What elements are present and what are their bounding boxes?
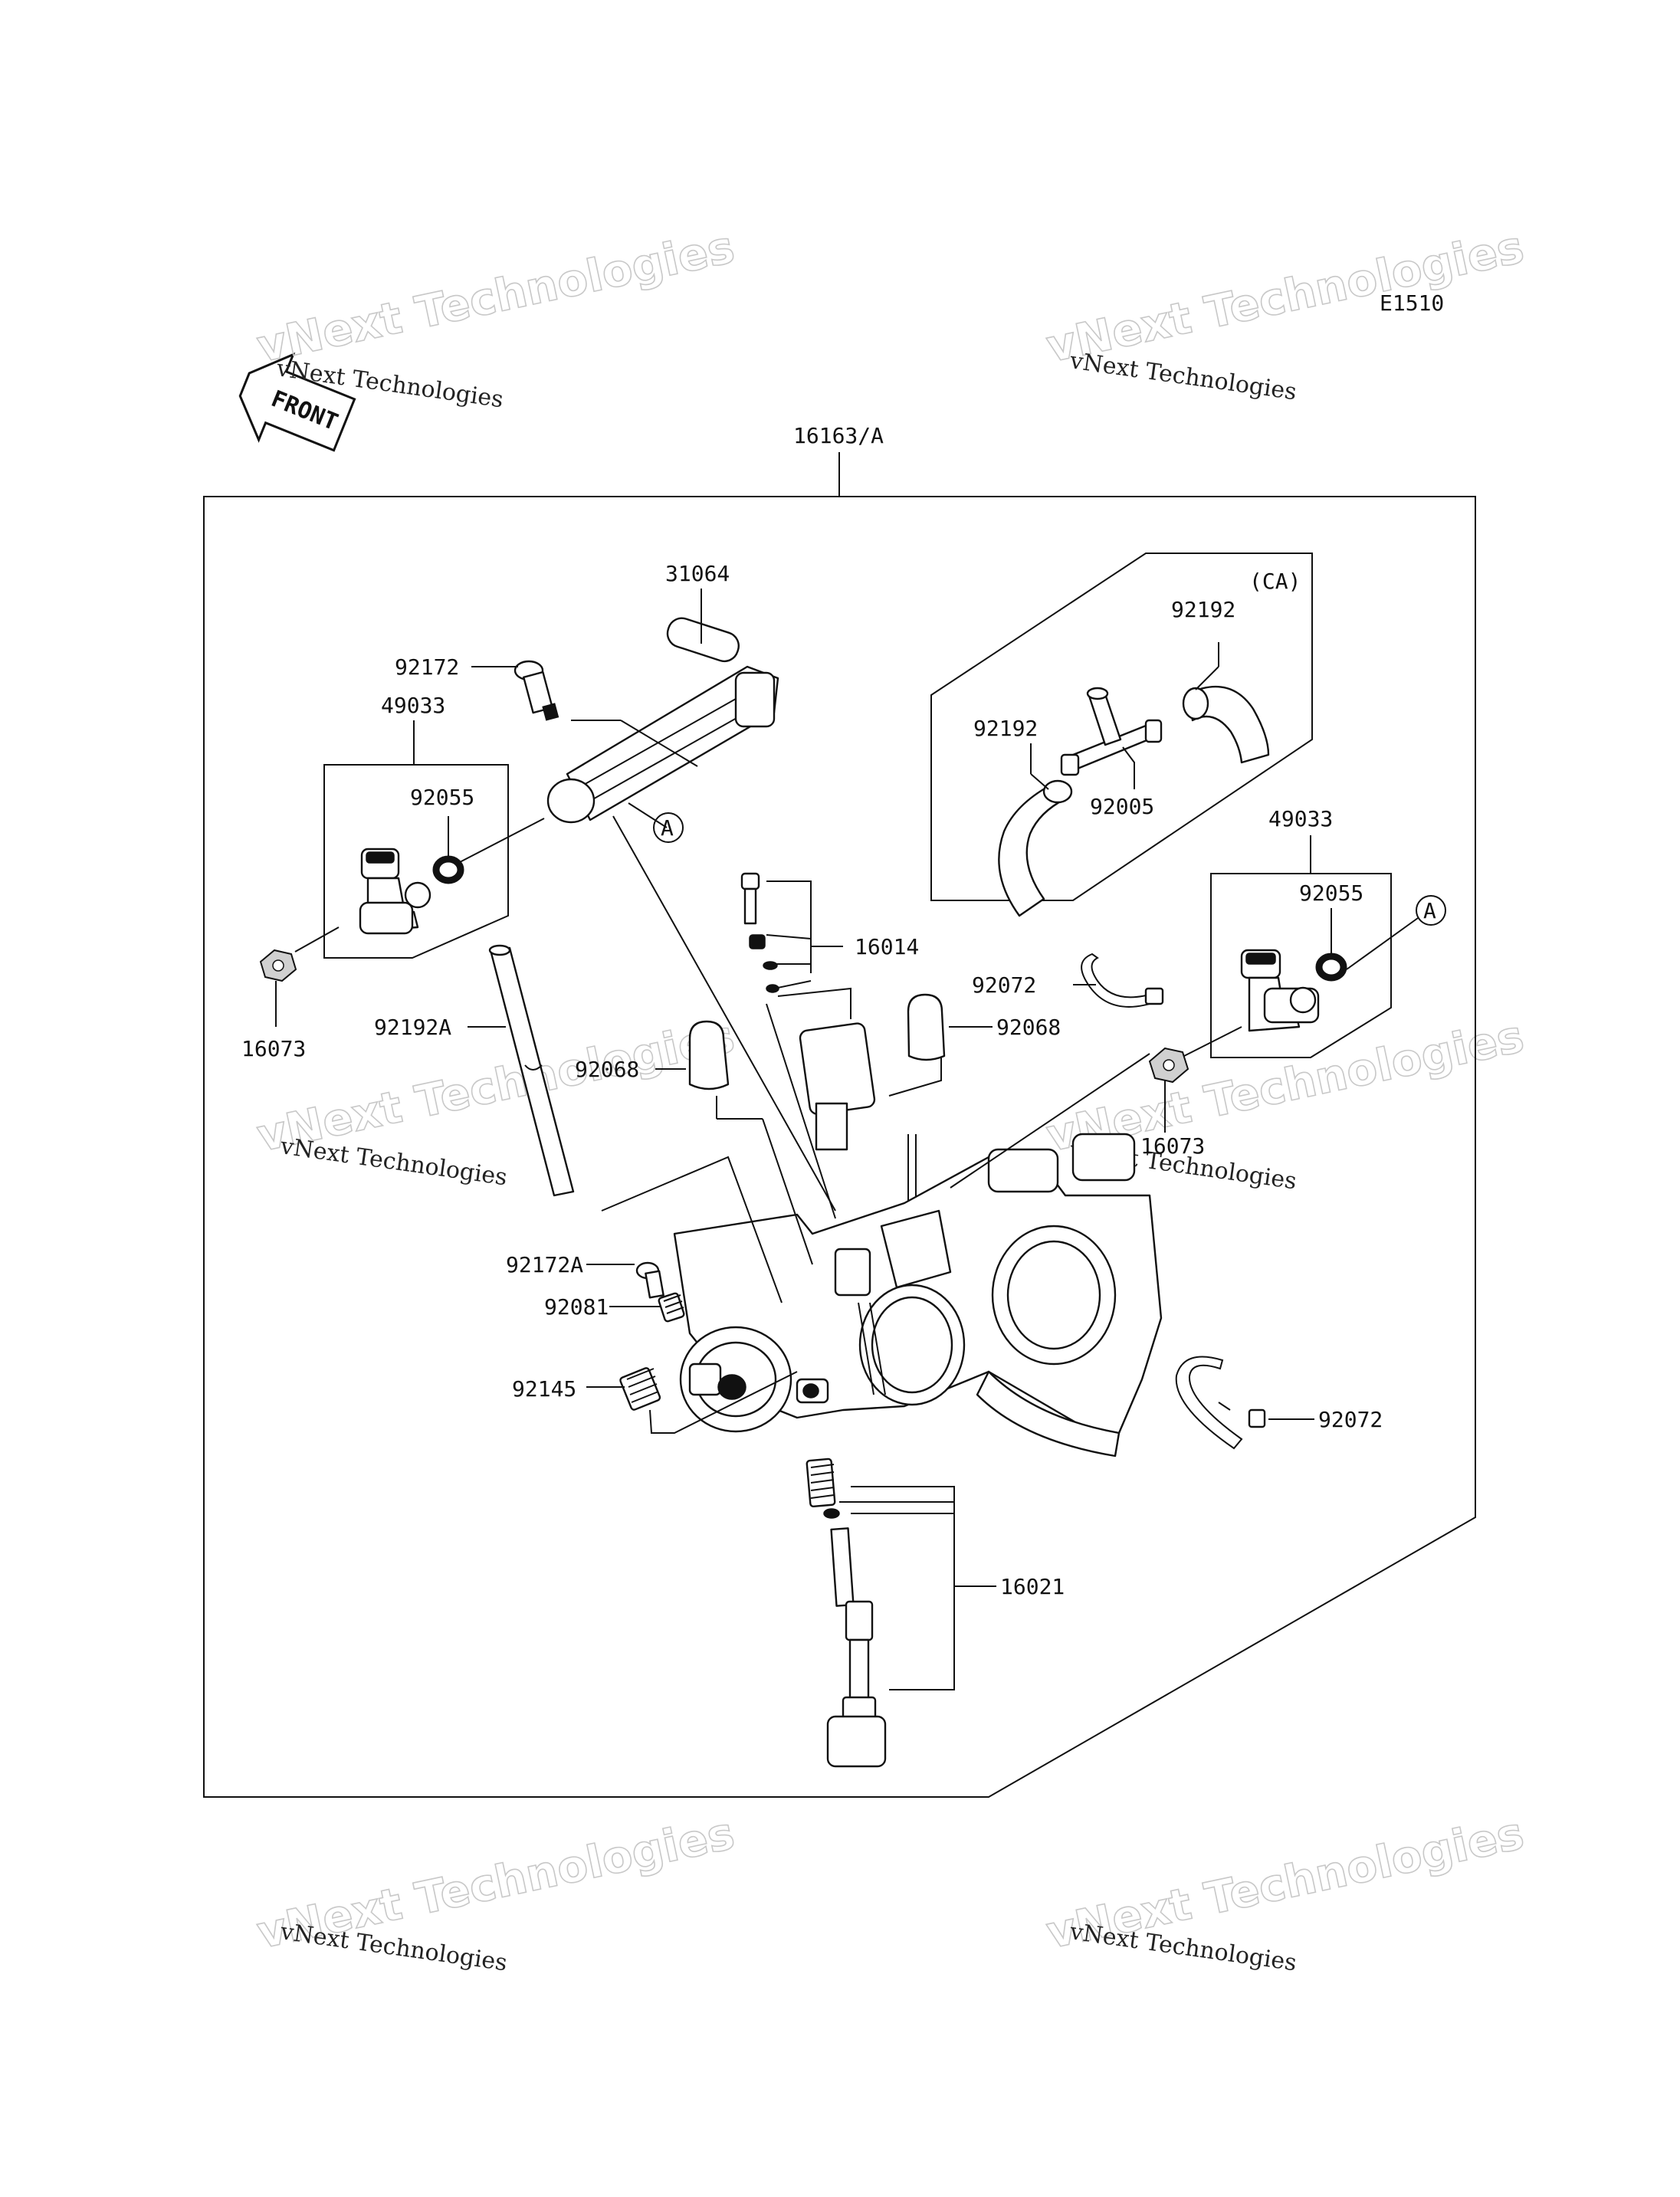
label-92055-left: 92055 [410, 785, 474, 810]
hose-92192A [488, 944, 575, 1197]
right-49033-box [1210, 873, 1392, 1058]
label-92068-right: 92068 [996, 1015, 1061, 1040]
watermark-text: vNext Technologies [278, 1133, 509, 1191]
kit-label: 16163/A [793, 423, 884, 448]
label-92068-left: 92068 [575, 1057, 639, 1082]
clamp-92072-top [1081, 953, 1164, 1008]
spring-92145 [619, 1367, 661, 1411]
label-92172A: 92172A [506, 1252, 583, 1277]
label-92145: 92145 [512, 1376, 576, 1402]
leader-lines [275, 589, 1419, 1690]
left-49033-box [323, 764, 509, 959]
ca-label: (CA) [1249, 569, 1301, 594]
spring-92081 [658, 1292, 685, 1323]
o-ring-left [432, 855, 464, 884]
o-ring-right [1315, 953, 1347, 982]
cap-92068-left [688, 1020, 730, 1090]
label-92072-top: 92072 [972, 972, 1036, 998]
label-92055-right: 92055 [1299, 880, 1363, 906]
label-92072-bottom: 92072 [1318, 1407, 1383, 1432]
throttle-pulley [679, 1326, 829, 1433]
watermark-text: vNext Technologies [1068, 347, 1298, 405]
svg-text:vNext Technologies: vNext Technologies [253, 221, 739, 372]
ca-box [930, 553, 1313, 901]
front-arrow-icon: FRONT [238, 352, 356, 452]
part-labels: 31064 92172 49033 92055 16073 92192A 920… [241, 561, 1383, 1599]
label-16073-right: 16073 [1140, 1133, 1205, 1159]
watermark: vNext Technologies [1042, 220, 1529, 373]
hose-92192-left [998, 779, 1073, 917]
kit-outline [203, 496, 1476, 1798]
injector-left [359, 848, 431, 935]
sensor-screw-16014 [740, 872, 779, 993]
svg-text:A: A [661, 815, 674, 841]
callout-a-right: A [1416, 895, 1446, 926]
callout-a-left: A [653, 812, 684, 843]
injector-right [1240, 949, 1320, 1032]
wiring-connector [799, 1022, 917, 1218]
label-92081: 92081 [544, 1294, 609, 1320]
screw-92172A [635, 1261, 664, 1299]
label-92192-left: 92192 [973, 716, 1038, 741]
hose-92192-right [1182, 685, 1270, 764]
label-31064: 31064 [665, 561, 730, 586]
nut-right [1148, 1047, 1189, 1084]
label-16073-left: 16073 [241, 1036, 306, 1061]
fuel-delivery-pipe [546, 617, 779, 824]
joint-92005 [1060, 687, 1163, 776]
diagram-code: E1510 [1380, 290, 1444, 316]
label-92192-right: 92192 [1171, 597, 1235, 622]
watermark: vNext Technologies [252, 220, 740, 373]
label-16014: 16014 [855, 934, 919, 959]
svg-text:vNext Technologies: vNext Technologies [1042, 221, 1528, 372]
label-49033-left: 49033 [381, 693, 445, 718]
idle-screw-16021 [806, 1458, 887, 1768]
label-92005: 92005 [1090, 794, 1154, 819]
cap-92068-right [907, 993, 946, 1061]
svg-text:A: A [1423, 898, 1436, 923]
label-49033-right: 49033 [1268, 806, 1333, 831]
nut-left [259, 949, 297, 982]
label-16021: 16021 [1000, 1574, 1065, 1599]
bolt-92172 [514, 660, 559, 721]
label-92192A: 92192A [374, 1015, 451, 1040]
label-92172: 92172 [395, 654, 459, 680]
clamp-92072-bottom [1175, 1356, 1266, 1450]
